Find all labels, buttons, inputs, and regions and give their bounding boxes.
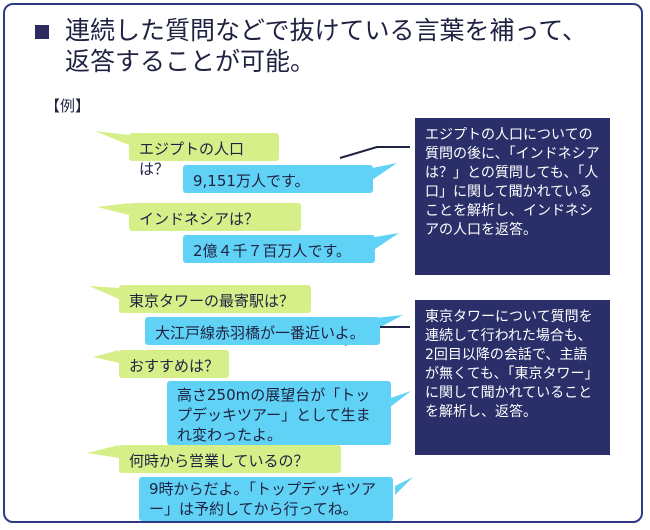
bubble-tail	[375, 233, 399, 249]
question-bubble: エジプトの人口は？	[129, 133, 279, 178]
example-label: 【例】	[45, 97, 91, 115]
bubble-tail	[385, 391, 411, 411]
answer-bubble: 大江戸線赤羽橋が一番近いよ。	[145, 317, 380, 345]
heading-line-2: 返答することが可能。	[65, 47, 316, 76]
question-bubble: 東京タワーの最寄駅は？	[119, 285, 311, 313]
bubble-tail	[95, 131, 129, 145]
bubble-tail	[372, 163, 397, 180]
question-bubble: 何時から営業しているの？	[119, 445, 341, 473]
bubble-tail	[93, 350, 119, 363]
bubble-tail	[395, 477, 413, 495]
explanation-box: 東京タワーについて質問を連続して行われた場合も、2回目以降の会話で、主語が無くて…	[415, 300, 610, 455]
question-bubble: おすすめは？	[119, 350, 229, 378]
answer-bubble: 9時からだよ。「トップデッキツアー」は予約してから行ってね。	[139, 477, 393, 521]
heading-line-1: 連続した質問などで抜けている言葉を補って、	[65, 16, 588, 45]
square-bullet-icon	[35, 25, 49, 39]
heading-text: 連続した質問などで抜けている言葉を補って、 返答することが可能。	[65, 15, 641, 77]
diagram-frame: 連続した質問などで抜けている言葉を補って、 返答することが可能。 【例】 エジプ…	[3, 3, 643, 523]
answer-bubble: 9,151万人です。	[183, 165, 373, 193]
bubble-tail	[97, 203, 129, 215]
bubble-tail	[87, 445, 119, 458]
question-bubble: インドネシアは？	[129, 203, 301, 231]
connector-line	[339, 146, 410, 159]
answer-bubble: 高さ250mの展望台が「トップデッキツアー」として生まれ変わったよ。	[167, 381, 391, 445]
answer-bubble: 2億４千７百万人です。	[183, 235, 375, 263]
explanation-box: エジプトの人口についての質問の後に、「インドネシアは？」との質問しても、「人口」…	[415, 118, 610, 275]
bubble-tail	[89, 286, 119, 299]
